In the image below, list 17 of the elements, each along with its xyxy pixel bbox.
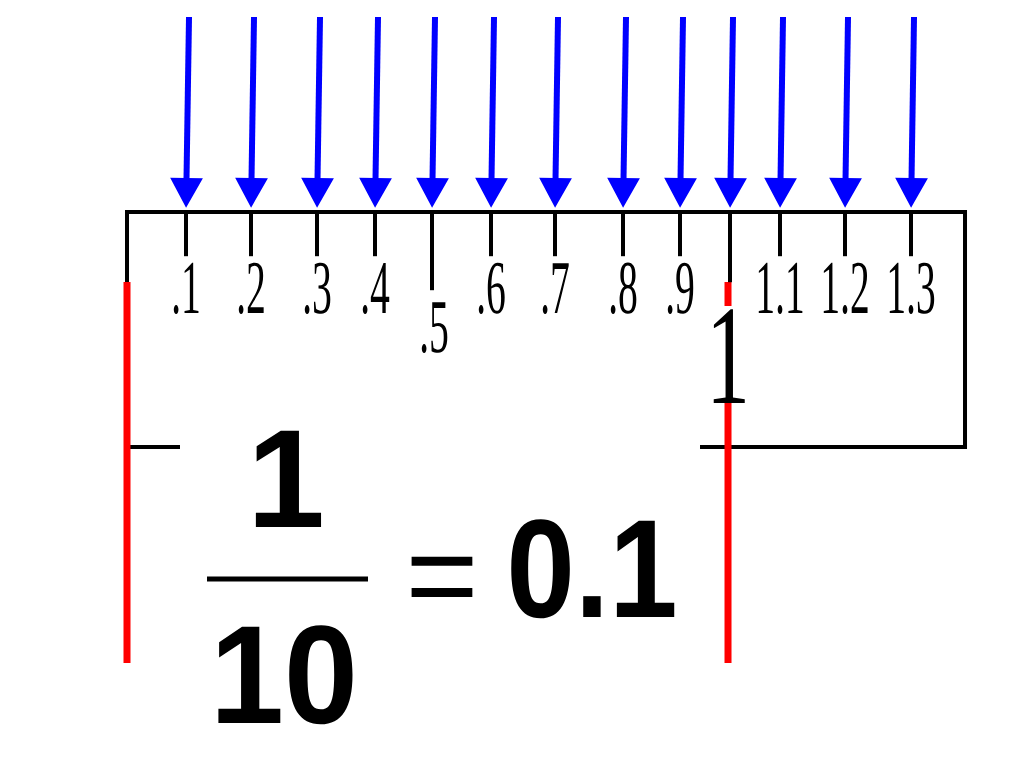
tick-label: .2 xyxy=(238,262,264,315)
decimal-number: 0.1 xyxy=(511,519,675,619)
tick-label: .8 xyxy=(610,262,637,315)
tick-label: 1.2 xyxy=(823,262,868,315)
tick-label: .3 xyxy=(304,262,331,315)
tick-label: .7 xyxy=(542,263,569,315)
tick-label: .6 xyxy=(478,262,505,315)
tick-label: .5 xyxy=(421,302,448,354)
tick-label: .1 xyxy=(173,262,199,315)
scale-number: 1 xyxy=(713,309,745,403)
tick-label: 1.3 xyxy=(889,262,935,315)
tick-label: 1.1 xyxy=(758,262,803,315)
denominator: 10 xyxy=(218,625,353,725)
numerator: 1 xyxy=(255,430,322,527)
tick-label: .4 xyxy=(362,262,390,315)
equals-sign: = xyxy=(411,556,473,597)
tick-label: .9 xyxy=(667,262,694,315)
